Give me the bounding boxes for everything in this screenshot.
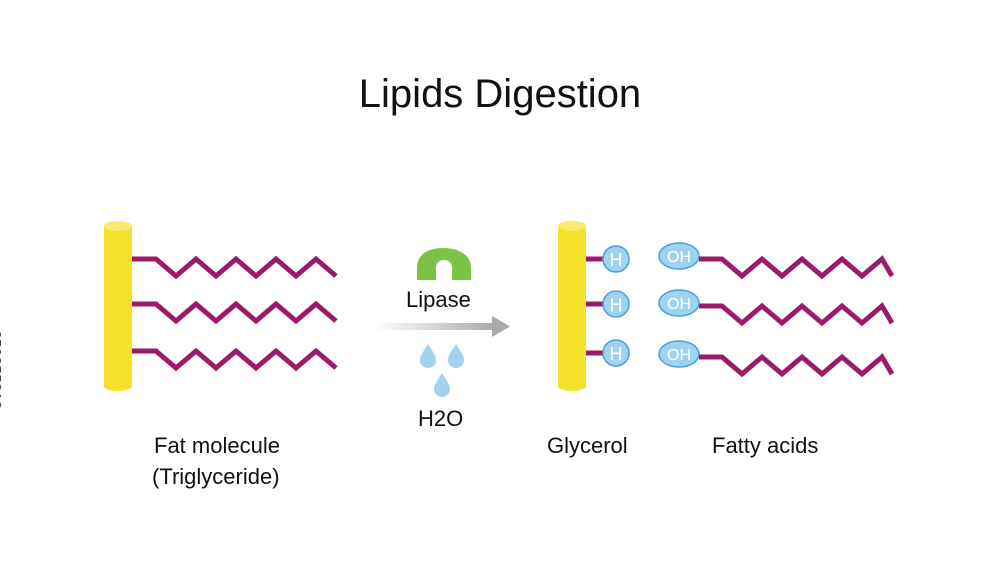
fatty-acids-label: Fatty acids <box>712 433 819 458</box>
glycerol-backbone-right-bottom <box>558 381 586 391</box>
fat-molecule-label: Fat molecule <box>154 433 280 458</box>
hydroxyl-group-ellipse <box>658 289 700 317</box>
reaction-arrow-shaft <box>376 323 494 330</box>
free-fatty-acid-chain-3 <box>699 353 895 378</box>
fatty-acid-chain-3 <box>132 347 338 372</box>
reaction-arrow-head <box>492 316 510 337</box>
water-droplet-icon <box>448 344 464 368</box>
water-droplet-icon <box>420 344 436 368</box>
water-droplet-icon <box>434 373 450 397</box>
hydroxyl-group-label: OH <box>667 249 691 266</box>
hydrogen-group-label: H <box>610 295 623 315</box>
hydroxyl-group-ellipse <box>658 242 700 270</box>
hydrogen-group-label: H <box>610 250 623 270</box>
fatty-acid-chain-2 <box>132 300 338 325</box>
glycerol-molecule: H H H <box>558 221 630 391</box>
glycerol-backbone-left <box>104 226 132 386</box>
glycerol-backbone-left-top <box>104 221 132 231</box>
fatty-acids-molecules: OH OH OH <box>658 242 895 378</box>
hydrogen-group-label: H <box>610 344 623 364</box>
triglyceride-molecule <box>104 221 338 391</box>
free-fatty-acid-chain-2 <box>699 302 895 327</box>
triglyceride-label: (Triglyceride) <box>152 464 280 489</box>
glycerol-backbone-left-bottom <box>104 381 132 391</box>
glycerol-backbone-right <box>558 226 586 386</box>
hydrogen-group-circle <box>602 290 630 318</box>
free-fatty-acid-chain-1 <box>699 255 895 280</box>
hydrogen-group-circle <box>602 339 630 367</box>
hydroxyl-group-label: OH <box>667 296 691 313</box>
water-label: H2O <box>418 406 464 431</box>
hydrogen-group-circle <box>602 245 630 273</box>
hydroxyl-group-label: OH <box>667 347 691 364</box>
lipase-enzyme-icon <box>417 248 471 280</box>
glycerol-label: Glycerol <box>547 433 628 458</box>
diagram-title: Lipids Digestion <box>358 72 642 116</box>
reaction-arrow-group <box>376 248 510 397</box>
lipase-label: Lipase <box>406 287 471 312</box>
glycerol-backbone-right-top <box>558 221 586 231</box>
stock-id-text: 650255813 <box>0 330 4 410</box>
hydroxyl-group-ellipse <box>658 340 700 368</box>
fatty-acid-chain-1 <box>132 255 338 280</box>
